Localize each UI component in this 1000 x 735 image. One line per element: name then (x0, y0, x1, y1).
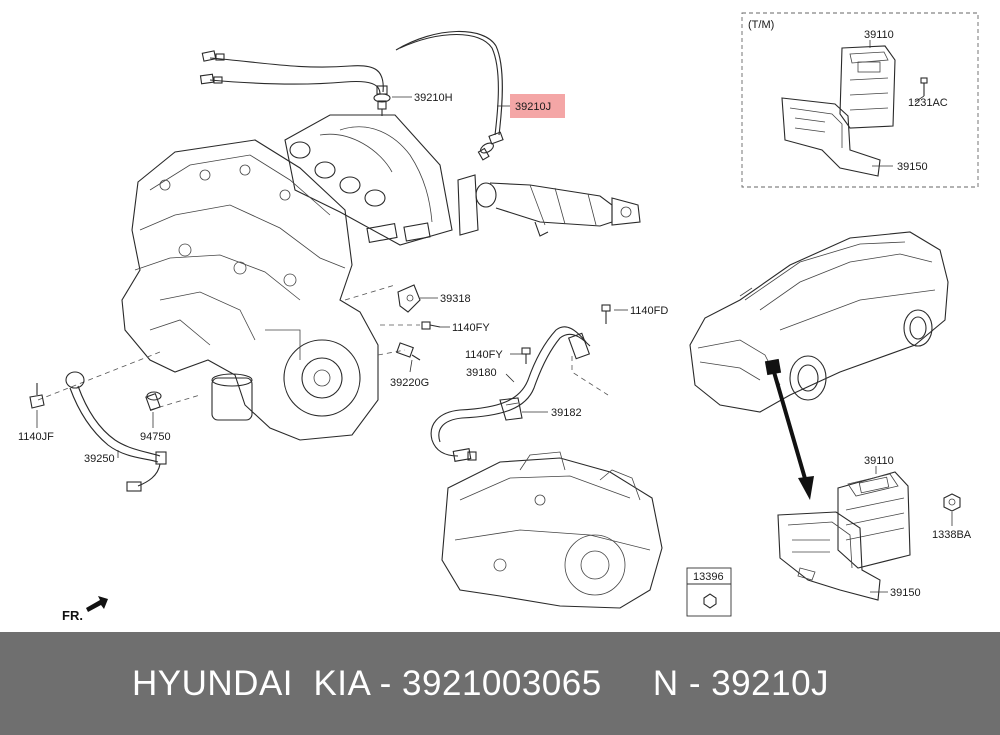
bracket-top-icon (781, 97, 881, 177)
rear-o2-sensor-icon (477, 131, 504, 161)
nut-1338ba-icon (943, 493, 961, 512)
tm-label: (T/M) (748, 19, 774, 31)
label-39150-bottom: 39150 (890, 587, 921, 599)
nut-13396-icon (703, 593, 717, 609)
exhaust-pipe-icon (457, 174, 641, 237)
bolt-1231ac-icon (920, 77, 928, 96)
front-arrow-icon (86, 596, 108, 612)
label-39250: 39250 (84, 453, 115, 465)
front-direction-marker: FR. (62, 596, 108, 623)
oxygen-sensor-harnesses: 39210H (199, 30, 504, 161)
bolt-1140fd-icon (601, 304, 611, 324)
bolt-1140fy-b-icon (521, 347, 531, 364)
bracket-bottom-icon (777, 511, 881, 601)
label-39220g: 39220G (390, 377, 429, 389)
tm-inset: (T/M) (741, 12, 979, 188)
clip-39182-icon (499, 397, 523, 421)
direction-label: FR. (62, 608, 83, 623)
bolt-1140fy-a-icon (421, 321, 441, 330)
transmission-icon (441, 451, 663, 609)
ecu-location-arrow (772, 371, 814, 500)
label-1140fy-b: 1140FY (465, 349, 503, 361)
label-39210j: 39210J (515, 101, 551, 113)
label-39180: 39180 (466, 367, 497, 379)
label-39318: 39318 (440, 293, 471, 305)
ecu-bottom-icon (837, 471, 911, 569)
label-13396: 13396 (693, 571, 724, 583)
label-1231ac: 1231AC (908, 97, 948, 109)
footer-part-numbers: HYUNDAI KIA - 3921003065 N - 39210J (132, 663, 830, 703)
highlighted-part-39210j: 39210J (497, 94, 565, 118)
label-39150-top: 39150 (897, 161, 928, 173)
label-39182: 39182 (551, 407, 582, 419)
bolt-1140jf-icon (29, 383, 45, 409)
label-1338ba: 1338BA (932, 529, 972, 541)
car-icon (689, 231, 949, 413)
label-1140jf: 1140JF (18, 431, 54, 443)
label-39110-bottom: 39110 (864, 455, 894, 467)
transmission-sensor-harness-icon (430, 326, 591, 462)
engine-block-icon (121, 139, 379, 441)
exploded-parts-diagram: (T/M) (18, 12, 979, 623)
exhaust-manifold-icon (284, 114, 453, 246)
knock-sensor-harness-icon (65, 371, 167, 492)
sensor-39220g-icon (396, 342, 421, 361)
label-39110-top: 39110 (864, 29, 894, 41)
ecu-top-icon (839, 45, 896, 129)
label-1140fd: 1140FD (630, 305, 668, 317)
cam-sensor-39318-icon (397, 284, 421, 313)
label-94750: 94750 (140, 431, 171, 443)
label-1140fy-a: 1140FY (452, 322, 490, 334)
sensor-94750-icon (145, 391, 162, 411)
part-13396-box: 13396 (686, 567, 732, 617)
part-number-footer: HYUNDAI KIA - 3921003065 N - 39210J (0, 632, 1000, 735)
label-39210h: 39210H (414, 92, 453, 104)
front-o2-sensor-icon (373, 85, 391, 116)
